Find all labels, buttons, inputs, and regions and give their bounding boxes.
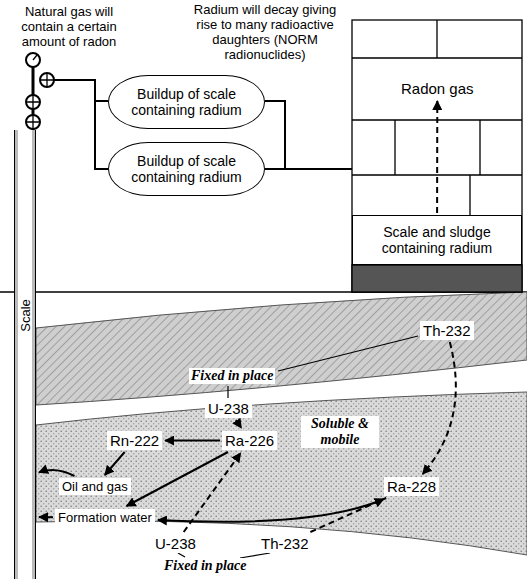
node-text: Oil and gas [62, 479, 128, 494]
migration-arrow [158, 498, 386, 522]
storage-building [352, 20, 522, 292]
node-text: U-238 [155, 535, 196, 552]
sludge-pile: Scale and sludge containing radium [352, 215, 522, 265]
migration-arrow [105, 452, 125, 475]
nuclide: Rn-222 [107, 431, 162, 450]
nuclide: Th-232 [420, 321, 474, 340]
node-text: Th-232 [423, 322, 471, 339]
node-text: Ra-226 [225, 432, 274, 449]
node-text: Buildup of scale containing radium [123, 86, 250, 118]
decay-arrow [436, 101, 438, 213]
note: Natural gas will contain a certain amoun… [4, 4, 134, 49]
migration-arrow [127, 452, 228, 506]
node-text: Th-232 [261, 535, 309, 552]
node-text: Formation water [58, 510, 152, 525]
decay-arrow [423, 342, 456, 474]
node-text: Buildup of scale containing radium [123, 153, 250, 185]
migration-arrow [39, 516, 53, 518]
nuclide: Th-232 [258, 534, 312, 553]
tank-vessel: Buildup of scale containing radium [108, 75, 265, 129]
nuclide: Ra-228 [384, 477, 439, 496]
migration-arrow [165, 440, 220, 442]
fluid-label: Oil and gas [59, 478, 131, 495]
well-bore: Scale [14, 130, 36, 579]
nuclide: U-238 [205, 399, 252, 418]
note: Radium will decay giving rise to many ra… [185, 2, 345, 62]
decay-arrow [184, 453, 241, 532]
nuclide: U-238 [152, 534, 199, 553]
annotation: Soluble & mobile [301, 416, 379, 448]
node-text: Scale [18, 296, 33, 336]
decay-arrow [236, 420, 241, 428]
node-text: Radon gas [401, 80, 474, 97]
annotation: Fixed in place [162, 558, 248, 574]
upper-stratum [36, 292, 527, 405]
node-text: Ra-228 [387, 478, 436, 495]
gas-cell: Radon gas [398, 79, 477, 98]
annotation: Fixed in place [189, 368, 275, 384]
node-text: U-238 [208, 400, 249, 417]
leader-lines [178, 336, 418, 558]
node-text: Scale and sludge containing radium [359, 224, 515, 256]
nuclide: Ra-226 [222, 431, 277, 450]
node-text: Rn-222 [110, 432, 159, 449]
wellhead [26, 53, 54, 132]
tank-vessel: Buildup of scale containing radium [108, 142, 265, 196]
fluid-label: Formation water [55, 509, 155, 526]
migration-arrow [39, 470, 75, 476]
